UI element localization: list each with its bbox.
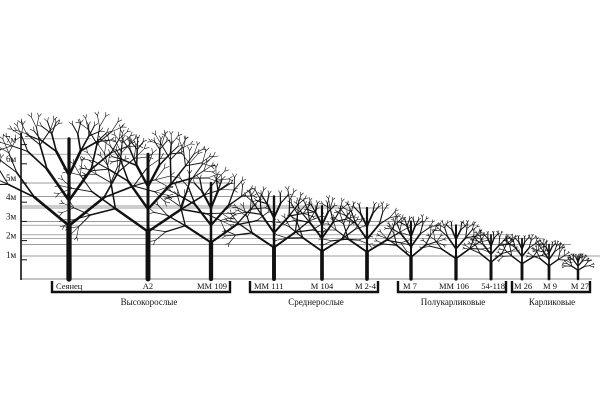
group-label: Среднерослые — [288, 297, 344, 307]
tree-м-26 — [494, 233, 551, 281]
trees-layer — [0, 111, 595, 282]
y-tick-label: 7м — [6, 135, 17, 145]
rootstock-label: М 2-4 — [355, 281, 377, 291]
rootstock-label: ММ 111 — [254, 281, 283, 291]
tree-сеянец — [0, 111, 176, 282]
rootstock-label: ММ 109 — [197, 281, 227, 291]
rootstock-label: М 27 — [571, 281, 589, 291]
rootstock-label: М 9 — [543, 281, 557, 291]
rootstock-label: М 7 — [403, 281, 417, 291]
tree-мм-109 — [146, 169, 277, 282]
rootstock-label: А2 — [143, 281, 153, 291]
tree-м-2-4 — [318, 200, 414, 281]
rootstock-label: 54-118 — [481, 281, 505, 291]
group-bracket — [396, 281, 508, 294]
group-brackets — [50, 281, 592, 294]
group-label: Высокорослые — [121, 297, 178, 307]
tree-м-27 — [561, 253, 595, 281]
group-bracket — [510, 281, 592, 294]
y-tick-label: 1м — [6, 250, 17, 260]
y-tick-label: 5м — [6, 173, 17, 183]
group-label: Карликовые — [529, 297, 575, 307]
tree-мм-111 — [221, 185, 327, 281]
tree-м-7 — [372, 214, 447, 281]
group-bracket — [50, 281, 232, 294]
group-label: Полукарликовые — [421, 297, 486, 307]
y-tick-label: 2м — [6, 231, 17, 241]
rootstock-label: ММ 106 — [439, 281, 469, 291]
tree-м-104 — [272, 195, 374, 281]
y-tick-label: 4м — [6, 192, 17, 202]
tree-а2 — [53, 129, 238, 282]
rootstock-label: Сеянец — [56, 281, 83, 291]
group-bracket — [248, 281, 380, 294]
rootstock-label: М 104 — [311, 281, 334, 291]
y-tick-label: 3м — [6, 211, 17, 221]
rootstock-label: М 26 — [514, 281, 532, 291]
tree-мм-106 — [419, 219, 493, 281]
tree-54-118 — [462, 229, 521, 281]
